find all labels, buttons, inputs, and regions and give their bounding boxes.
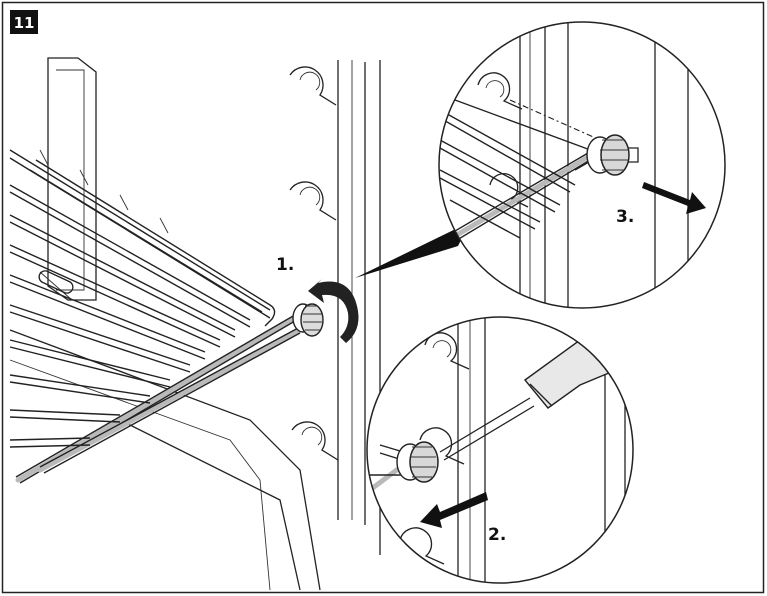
- rail-slot: [292, 422, 338, 460]
- rail-slot: [290, 182, 336, 220]
- detail-view-unscrew: 2.: [367, 300, 640, 596]
- step-badge: 11: [10, 10, 38, 34]
- oven-interior: [10, 58, 320, 590]
- step2-label: 2.: [488, 525, 506, 545]
- step1-label: 1.: [276, 255, 294, 275]
- wire-shelf: [10, 150, 300, 483]
- step3-label: 3.: [616, 207, 634, 227]
- callout-pointer: [355, 222, 470, 278]
- rail-slot: [290, 67, 336, 105]
- step-number: 11: [14, 14, 35, 32]
- detail-view-remove-nut: 3.: [438, 20, 725, 320]
